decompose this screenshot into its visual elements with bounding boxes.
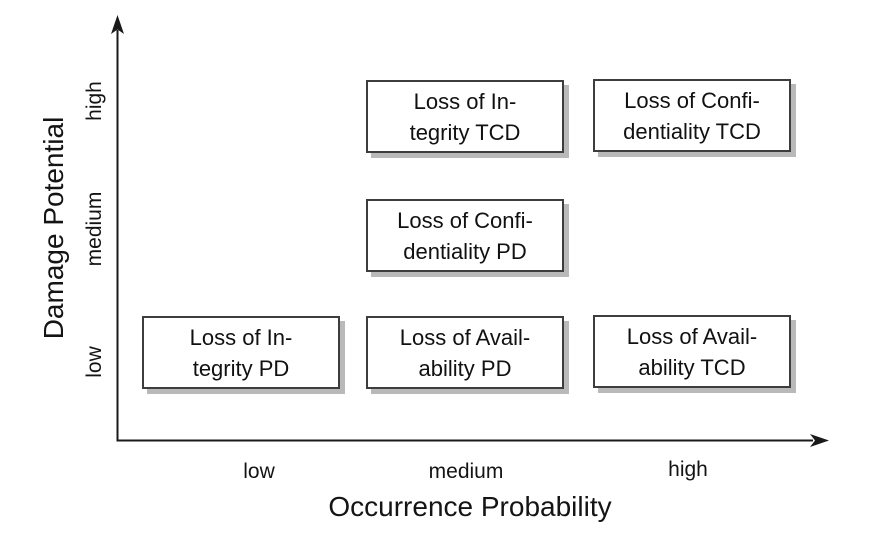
y-tick-high: high (83, 81, 106, 121)
x-tick-low: low (243, 460, 275, 483)
node-loss-of-availability-tcd: Loss of Avail- ability TCD (593, 315, 791, 388)
x-tick-high: high (668, 458, 708, 481)
node-label-line: Loss of Confi- (397, 207, 533, 233)
node-loss-of-availability-pd: Loss of Avail- ability PD (366, 316, 564, 389)
node-label-line: Loss of Avail- (626, 323, 758, 349)
y-axis-title: Damage Potential (38, 116, 69, 340)
node-loss-of-confidentiality-tcd: Loss of Confi- dentiality TCD (593, 79, 791, 152)
node-label-line: Loss of Confi- (624, 87, 760, 113)
node-label-line: tegrity TCD (409, 119, 521, 145)
node-loss-of-integrity-tcd: Loss of In- tegrity TCD (366, 80, 564, 153)
node-label-line: tegrity PD (192, 355, 290, 381)
y-tick-low: low (83, 346, 106, 378)
node-label-line: dentiality PD (403, 238, 527, 264)
y-axis-arrowhead-icon (111, 15, 124, 34)
node-label-line: ability TCD (638, 354, 746, 380)
node-label-line: Loss of In- (189, 324, 293, 350)
y-tick-medium: medium (83, 191, 106, 267)
x-axis-arrowhead-icon (810, 434, 829, 447)
node-loss-of-confidentiality-pd: Loss of Confi- dentiality PD (366, 199, 564, 272)
node-label-line: ability PD (418, 355, 512, 381)
x-axis-title: Occurrence Probability (328, 491, 612, 522)
node-loss-of-integrity-pd: Loss of In- tegrity PD (142, 316, 340, 389)
node-label-line: dentiality TCD (623, 118, 761, 144)
x-tick-medium: medium (428, 460, 504, 483)
node-label-line: Loss of In- (413, 88, 517, 114)
node-label-line: Loss of Avail- (399, 324, 531, 350)
